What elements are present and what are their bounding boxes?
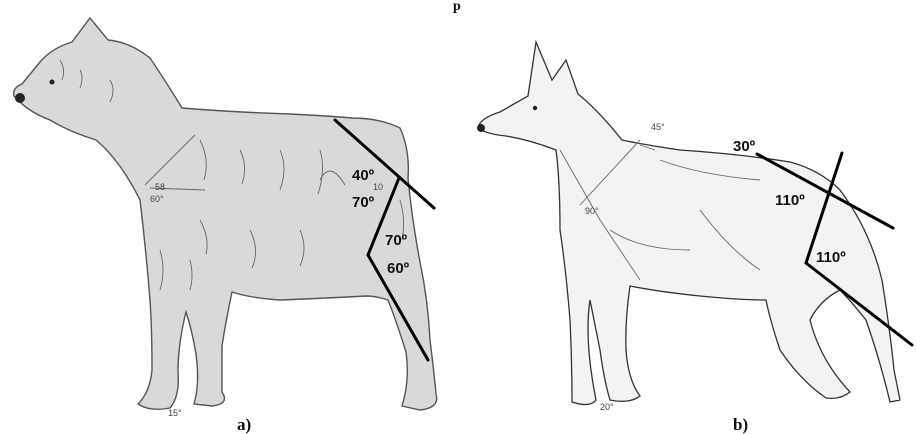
- panel-a: 58 60° 10 15° 40º 70º 70º 60º a): [14, 18, 437, 434]
- dog-b-nose-icon: [477, 124, 485, 132]
- dog-a-nose-icon: [15, 93, 25, 103]
- dog-a-angle-70-upper: 70º: [352, 194, 375, 211]
- panel-a-caption: a): [237, 415, 251, 434]
- dog-a-shoulder-mark-1: 58: [155, 182, 165, 192]
- panel-b-caption: b): [733, 415, 748, 434]
- dog-a-eye-icon: [50, 80, 55, 85]
- dog-b-illustration: [477, 42, 900, 405]
- dog-b-foot-mark: 20°: [600, 402, 614, 412]
- dog-a-illustration: [14, 18, 437, 410]
- title-fragment: p: [453, 0, 461, 14]
- dog-a-angle-60: 60º: [387, 260, 410, 277]
- panel-b: 45° 90° 20° 30º 110º 110º b): [477, 42, 912, 434]
- dog-a-angle-70-lower: 70º: [385, 232, 408, 249]
- dog-b-shoulder-mark: 90°: [585, 206, 599, 216]
- dog-a-angle-40: 40º: [352, 167, 375, 184]
- dog-b-withers-mark: 45°: [651, 122, 665, 132]
- dog-b-eye-icon: [533, 106, 537, 110]
- dog-b-angle-110-hip: 110º: [775, 192, 805, 209]
- dog-b-angle-30: 30º: [733, 138, 756, 155]
- dog-b-angle-110-stifle: 110º: [816, 249, 846, 266]
- dog-a-shoulder-mark-2: 60°: [150, 194, 164, 204]
- dog-a-hip-mark: 10: [373, 182, 383, 192]
- dog-a-foot-mark: 15°: [168, 408, 182, 418]
